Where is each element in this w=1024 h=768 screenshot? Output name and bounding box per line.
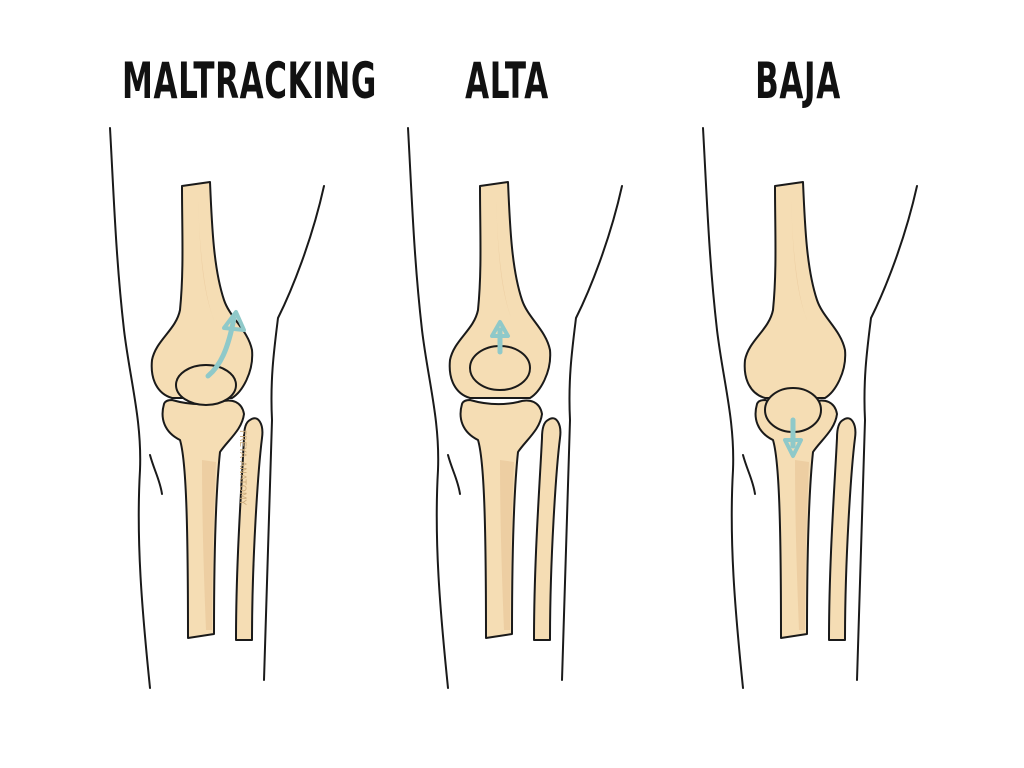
panel-title-baja: BAJA — [755, 52, 841, 110]
knee-baja — [702, 127, 918, 689]
patella-maltracking — [175, 364, 237, 406]
arrowhead-icon — [783, 438, 803, 458]
arrowhead-icon — [222, 310, 246, 332]
arrow-icon — [205, 315, 237, 379]
knee-alta — [407, 127, 623, 689]
signature: FREYA ANATOMY — [237, 430, 247, 506]
knee-maltracking: FREYA ANATOMY — [109, 127, 325, 689]
arrowhead-icon — [490, 320, 510, 338]
panel-title-alta: ALTA — [465, 52, 549, 110]
